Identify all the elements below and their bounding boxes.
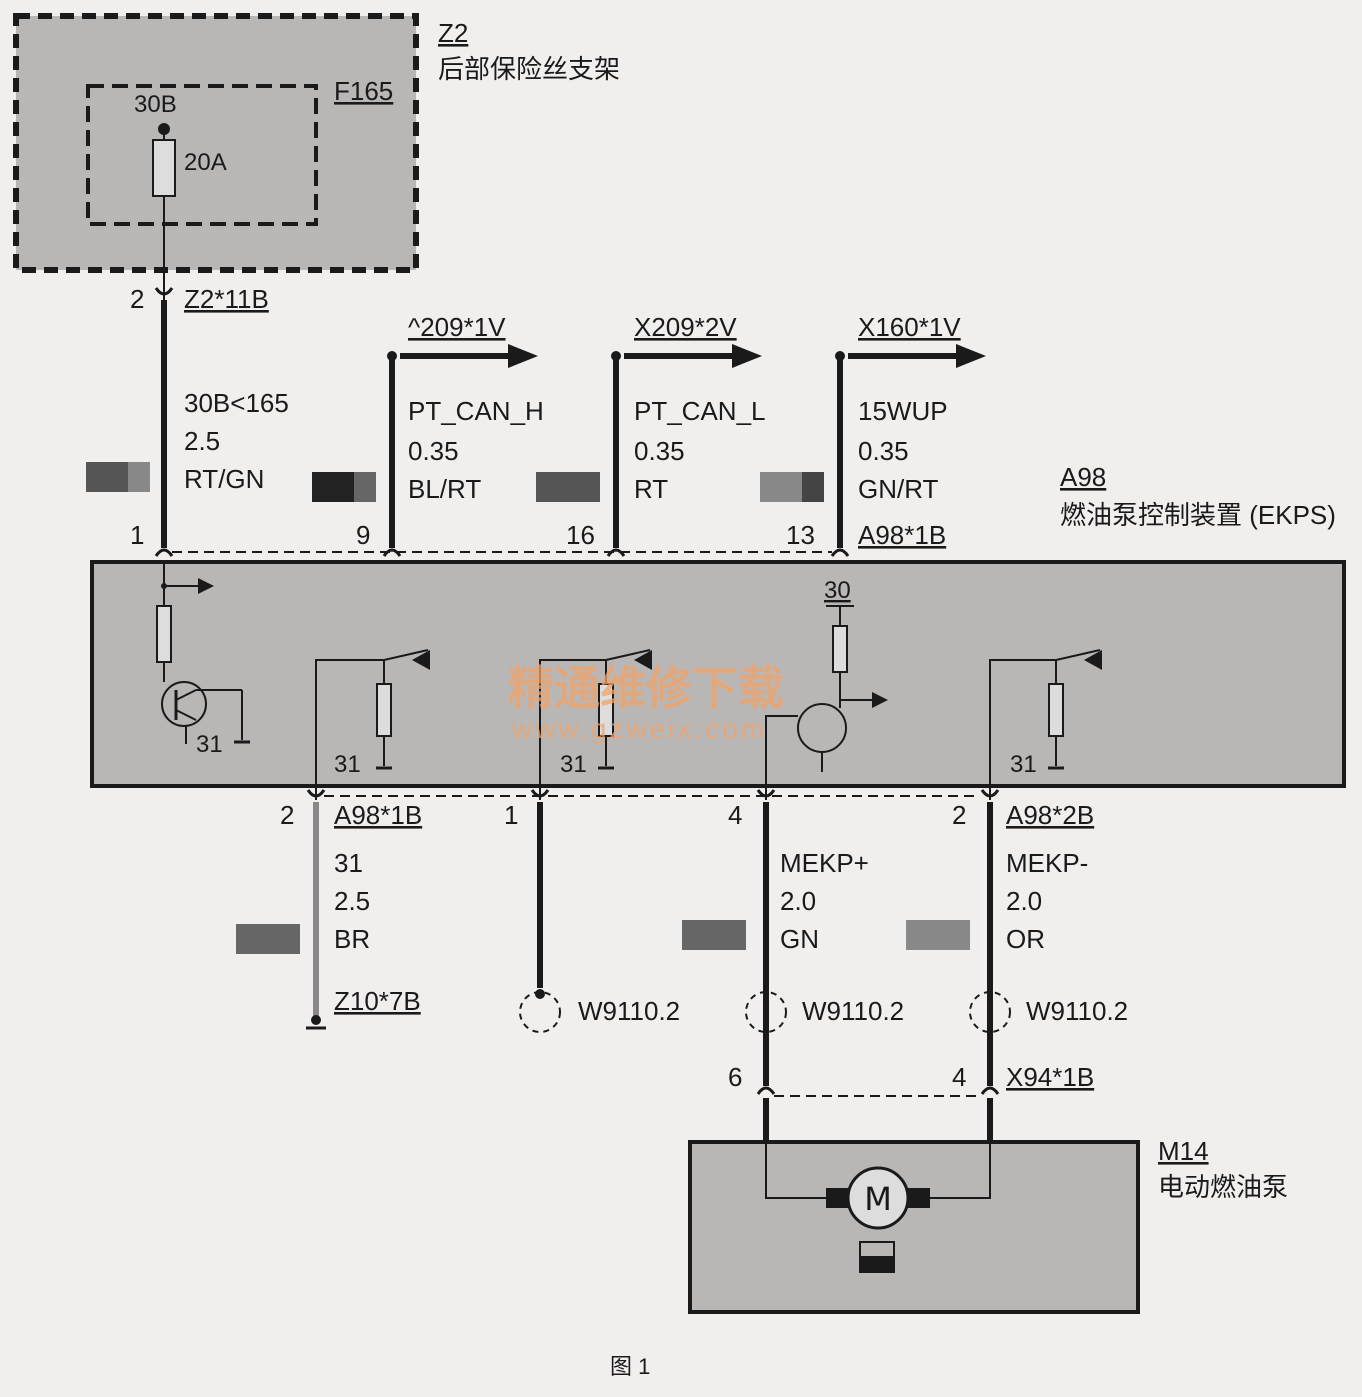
mekp-plus-shield: W9110.2 xyxy=(802,996,904,1026)
shield-icon xyxy=(745,991,787,1033)
f165-fuse-group xyxy=(86,84,318,226)
a98-top-connector: A98*1B xyxy=(858,520,946,550)
watermark-cn: 精通维修下载 xyxy=(508,661,784,715)
power-signal: 30B<165 xyxy=(184,388,289,418)
a98-module: 31 31 31 30 xyxy=(90,560,1346,800)
ground-31-label: 31 xyxy=(1010,751,1037,778)
m14-id: M14 xyxy=(1158,1136,1209,1166)
can-l-color: RT xyxy=(634,474,668,504)
a98-name: 燃油泵控制装置 (EKPS) xyxy=(1060,500,1336,530)
ground-31-label: 31 xyxy=(560,751,587,778)
mekp-minus-pin: 2 xyxy=(952,800,966,830)
mekp-plus-pin-lower: 6 xyxy=(728,1062,742,1092)
shield-pin: 1 xyxy=(504,800,518,830)
15wup-color: GN/RT xyxy=(858,474,939,504)
fuse-symbol xyxy=(152,139,176,197)
15wup-pin: 13 xyxy=(786,520,815,550)
f165-id: F165 xyxy=(334,76,393,106)
wire-color-swatch xyxy=(682,920,746,950)
power-wire: 2 Z2*11B 30B<165 2.5 RT/GN 1 xyxy=(86,284,289,557)
power-pin-upper: 2 xyxy=(130,284,144,314)
bottom-ground-wire: 2 A98*1B 31 2.5 BR Z10*7B xyxy=(236,789,422,1030)
bottom-mekp-minus-wire: 2 A98*2B MEKP- 2.0 OR W9110.2 4 X94*1B xyxy=(906,789,1128,1144)
bottom-shield-wire: 1 W9110.2 xyxy=(504,789,680,1033)
mekp-minus-pin-lower: 4 xyxy=(952,1062,966,1092)
wire-color-swatch xyxy=(236,924,300,954)
f165-rating: 20A xyxy=(184,149,227,176)
15wup-gauge: 0.35 xyxy=(858,436,909,466)
mekp-plus-color: GN xyxy=(780,924,819,954)
mekp-plus-gauge: 2.0 xyxy=(780,886,816,916)
15wup-connector: X160*1V xyxy=(858,312,961,342)
mekp-minus-connector: A98*2B xyxy=(1006,800,1094,830)
can-h-signal: PT_CAN_H xyxy=(408,396,544,426)
figure-caption: 图 1 xyxy=(610,1354,650,1379)
ground-31-label: 31 xyxy=(334,751,361,778)
transistor-icon xyxy=(161,681,207,727)
wire-color-swatch xyxy=(536,472,600,502)
15wup-signal: 15WUP xyxy=(858,396,948,426)
can-h-gauge: 0.35 xyxy=(408,436,459,466)
z2-fuse-carrier: 30B 20A F165 xyxy=(13,13,419,300)
bottom-mekp-plus-wire: 4 MEKP+ 2.0 GN W9110.2 6 xyxy=(682,789,904,1144)
mekp-plus-signal: MEKP+ xyxy=(780,848,869,878)
termination-resistor-1: 31 xyxy=(315,649,430,800)
motor-symbol: M xyxy=(864,1180,892,1218)
f165-terminal: 30B xyxy=(134,91,177,118)
z2-name: 后部保险丝支架 xyxy=(438,54,620,84)
can-l-gauge: 0.35 xyxy=(634,436,685,466)
ground-gauge: 2.5 xyxy=(334,886,370,916)
power-gauge: 2.5 xyxy=(184,426,220,456)
shield-icon xyxy=(519,991,561,1033)
termination-resistor-2: 31 xyxy=(539,649,652,800)
watermark-url: www.gzweix.com xyxy=(511,713,767,744)
ground-end-connector: Z10*7B xyxy=(334,986,421,1016)
z2-id: Z2 xyxy=(438,18,468,48)
mekp-minus-signal: MEKP- xyxy=(1006,848,1088,878)
can-l-signal: PT_CAN_L xyxy=(634,396,766,426)
can-l-connector: X209*2V xyxy=(634,312,737,342)
ground-signal: 31 xyxy=(334,848,363,878)
power-connector: Z2*11B xyxy=(184,284,269,314)
can-h-pin: 9 xyxy=(356,520,370,550)
shield-label: W9110.2 xyxy=(578,996,680,1026)
m14-fuel-pump: M xyxy=(688,1140,1140,1314)
ground-pin: 2 xyxy=(280,800,294,830)
power-color: RT/GN xyxy=(184,464,264,494)
power-pin-lower: 1 xyxy=(130,520,144,550)
pump-driver-circuit: 30 xyxy=(765,577,888,800)
mekp-minus-color: OR xyxy=(1006,924,1045,954)
terminal-30-label: 30 xyxy=(824,577,851,604)
can-l-pin: 16 xyxy=(566,520,595,550)
mekp-minus-gauge: 2.0 xyxy=(1006,886,1042,916)
mekp-minus-lower-connector: X94*1B xyxy=(1006,1062,1094,1092)
ground-connector: A98*1B xyxy=(334,800,422,830)
motor-icon xyxy=(846,1166,910,1230)
ground-color: BR xyxy=(334,924,370,954)
can-h-color: BL/RT xyxy=(408,474,481,504)
can-h-connector: ^209*1V xyxy=(408,312,506,342)
ground-31-label: 31 xyxy=(196,731,223,758)
top-wire-can-h: ^209*1V PT_CAN_H 0.35 BL/RT 9 xyxy=(312,312,544,557)
mekp-minus-shield: W9110.2 xyxy=(1026,996,1128,1026)
shield-icon xyxy=(969,991,1011,1033)
m14-name: 电动燃油泵 xyxy=(1158,1172,1288,1202)
transistor-circuit: 31 xyxy=(156,562,250,758)
termination-resistor-3: 31 xyxy=(989,649,1102,800)
wire-color-swatch xyxy=(906,920,970,950)
top-wire-can-l: X209*2V PT_CAN_L 0.35 RT 16 xyxy=(536,312,766,557)
top-wire-15wup: X160*1V 15WUP 0.35 GN/RT 13 A98*1B xyxy=(760,312,986,557)
mekp-plus-pin: 4 xyxy=(728,800,742,830)
a98-id: A98 xyxy=(1060,462,1106,492)
